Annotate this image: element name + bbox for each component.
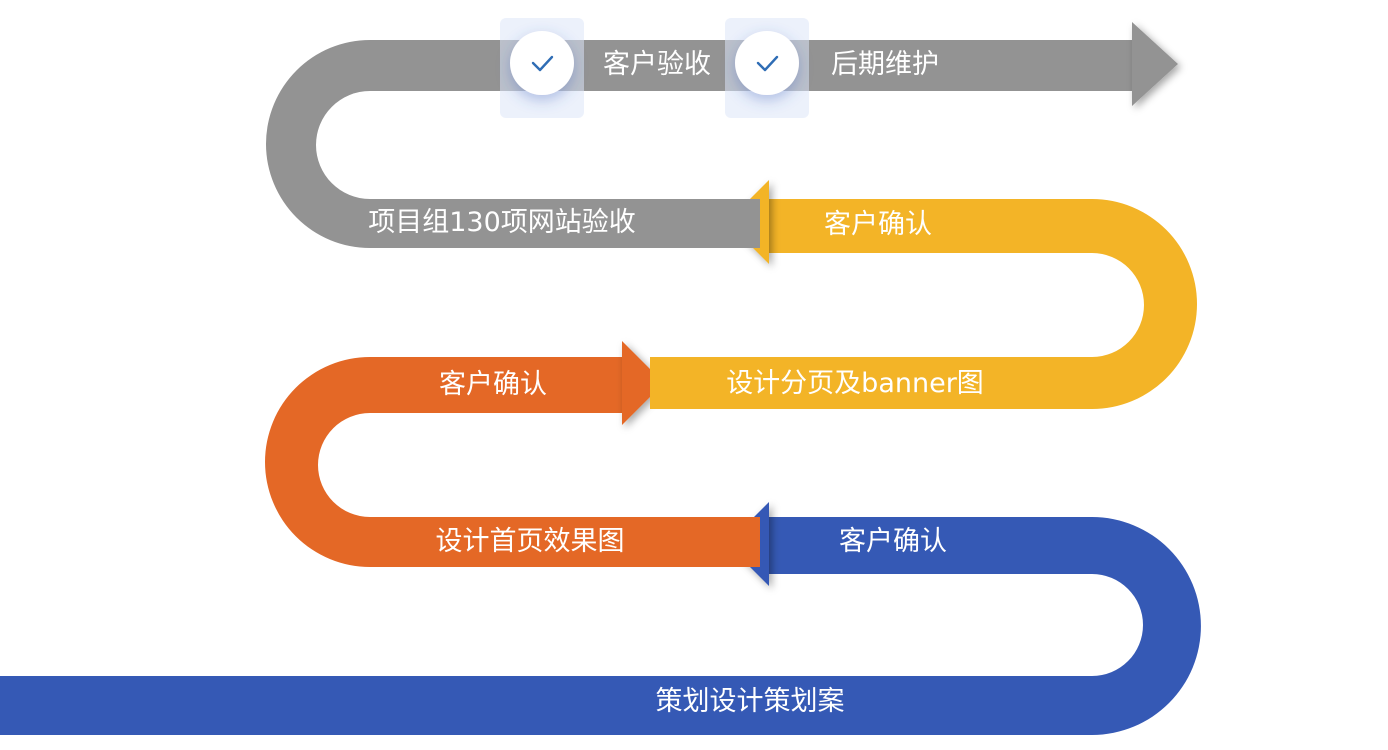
- band-gray: [266, 22, 1178, 248]
- step-label-6: 客户确认: [824, 209, 932, 240]
- step-label-5: 设计分页及banner图: [726, 368, 984, 399]
- orange-arrowhead: [622, 341, 664, 425]
- gray-track: [266, 40, 1140, 248]
- check-icon-2: [725, 18, 809, 118]
- check-icon-1: [500, 18, 584, 118]
- gray-arrowhead: [1132, 22, 1178, 106]
- blue-track: [0, 517, 1201, 735]
- step-label-2: 客户确认: [839, 526, 947, 557]
- step-label-8: 客户验收: [603, 49, 711, 80]
- orange-track: [265, 357, 760, 567]
- band-orange: [265, 341, 760, 567]
- step-label-3: 设计首页效果图: [436, 526, 625, 557]
- step-label-9: 后期维护: [831, 49, 939, 80]
- step-label-4: 客户确认: [439, 369, 547, 400]
- step-label-7: 项目组130项网站验收: [368, 207, 636, 238]
- yellow-track: [650, 199, 1197, 409]
- step-label-1: 策划设计策划案: [656, 686, 845, 717]
